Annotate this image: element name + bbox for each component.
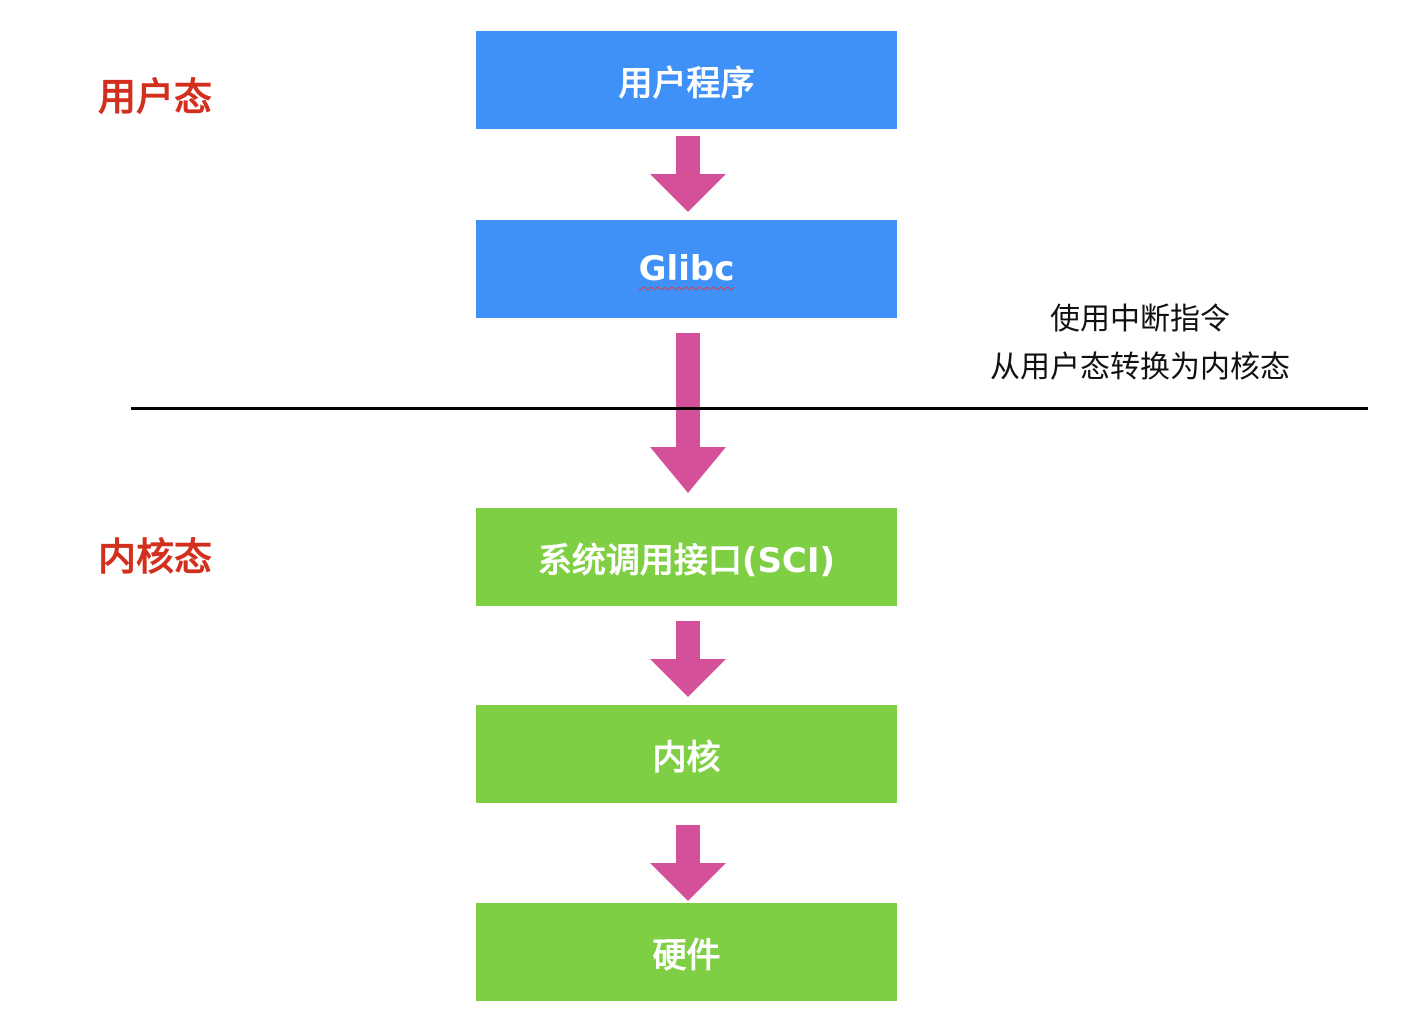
user-kernel-divider [131, 407, 1368, 410]
hardware-box: 硬件 [476, 903, 897, 1001]
interrupt-note: 使用中断指令 从用户态转换为内核态 [960, 296, 1320, 392]
kernel-mode-label: 内核态 [98, 535, 213, 579]
sci-label: 系统调用接口(SCI) [537, 540, 836, 581]
user-mode-label: 用户态 [98, 75, 213, 119]
arrow-down-icon [650, 136, 726, 212]
arrow-down-icon [650, 825, 726, 901]
user-program-box: 用户程序 [476, 31, 897, 129]
arrow-down-icon [650, 621, 726, 697]
kernel-box: 内核 [476, 705, 897, 803]
hardware-label: 硬件 [652, 935, 721, 976]
interrupt-note-line1: 使用中断指令 [1050, 302, 1230, 337]
glibc-label: Glibc [638, 249, 735, 289]
kernel-label: 内核 [652, 737, 721, 778]
sci-box: 系统调用接口(SCI) [476, 508, 897, 606]
long-arrow-down-icon [650, 333, 726, 493]
user-program-label: 用户程序 [618, 63, 755, 104]
interrupt-note-line2: 从用户态转换为内核态 [990, 350, 1290, 385]
glibc-box: Glibc [476, 220, 897, 318]
